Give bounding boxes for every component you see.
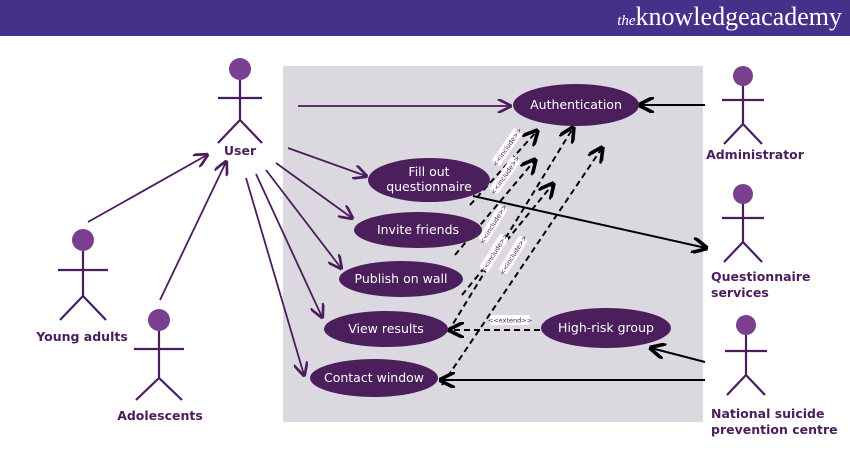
actor-user: User <box>217 58 263 158</box>
actor-label: Questionnaire <box>711 269 810 284</box>
actor-head-icon <box>229 58 251 80</box>
use-case-label: Invite friends <box>377 222 459 237</box>
use-case-label: Contact window <box>324 370 424 385</box>
use-case-authentication[interactable]: Authentication <box>513 84 639 126</box>
actor-label: Young adults <box>35 329 128 344</box>
actor-label: prevention centre <box>711 422 838 437</box>
use-case-view-results[interactable]: View results <box>324 311 448 347</box>
use-case-high-risk-group[interactable]: High-risk group <box>541 308 671 348</box>
actor-label: User <box>224 143 257 158</box>
logo-prefix: the <box>617 13 636 29</box>
use-case-invite-friends[interactable]: Invite friends <box>354 212 482 248</box>
associations <box>87 105 706 380</box>
use-case-contact-window[interactable]: Contact window <box>310 359 438 397</box>
actor-head-icon <box>72 229 94 251</box>
use-case-label: Authentication <box>530 97 622 112</box>
actor-label: Adolescents <box>117 408 203 423</box>
actor-head-icon <box>733 184 753 204</box>
actor-adolescents: Adolescents <box>117 309 203 423</box>
extend-label: <<extend>> <box>488 317 532 325</box>
actor-administrator: Administrator <box>706 66 805 162</box>
use-case-label: View results <box>348 321 424 336</box>
actor-head-icon <box>148 309 170 331</box>
actor-head-icon <box>733 66 753 86</box>
use-case-label: Publish on wall <box>355 271 448 286</box>
actor-label: services <box>711 285 769 300</box>
use-case-publish-on-wall[interactable]: Publish on wall <box>339 261 463 297</box>
use-case-label: questionnaire <box>386 179 472 194</box>
actor-young-adults: Young adults <box>35 229 128 344</box>
header-bar: theknowledgeacademy <box>0 0 850 36</box>
logo-name: knowledgeacademy <box>635 2 842 31</box>
actor-label: National suicide <box>711 406 824 421</box>
actor-questionnaire-services: Questionnaire services <box>711 184 810 300</box>
actor-label: Administrator <box>706 147 805 162</box>
use-case-label: Fill out <box>408 164 449 179</box>
actor-head-icon <box>736 315 756 335</box>
actor-national-suicide-prevention-centre: National suicide prevention centre <box>711 315 838 437</box>
brand-logo: theknowledgeacademy <box>617 2 842 32</box>
use-case-label: High-risk group <box>558 320 654 335</box>
